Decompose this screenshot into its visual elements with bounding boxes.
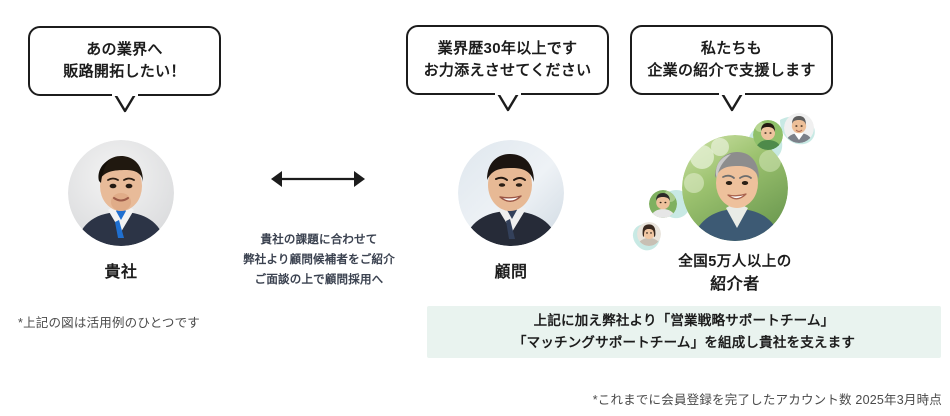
flow-caption: 貴社の課題に合わせて 弊社より顧問候補者をご紹介 ご面談の上で顧問採用へ [233,230,405,290]
label-referrer-line2: 紹介者 [710,276,760,294]
support-team-box: 上記に加え弊社より「営業戦略サポートチーム」 「マッチングサポートチーム」を組成… [427,306,941,358]
portrait-advisor [458,140,564,246]
flow-caption-line1: 貴社の課題に合わせて [260,234,378,246]
speech-bubble-tail-icon [111,90,138,116]
speech-bubble-company: あの業界へ 販路開拓したい！ [28,26,221,113]
portrait-referrer-satellite-4 [637,222,661,246]
flow-caption-line2: 弊社より顧問候補者をご紹介 [243,254,395,267]
footnote-right: *これまでに会員登録を完了したアカウント数 2025年3月時点 [592,393,942,407]
bubble-advisor-line2: お力添えさせてください [423,62,592,79]
bubble-company-line2: 販路開拓したい！ [63,63,186,80]
double-arrow-icon [271,171,365,187]
bubble-company-line1: あの業界へ [86,40,163,58]
portrait-referrer-satellite-3 [649,190,677,218]
bubble-referrer-line2: 企業の紹介で支援します [647,62,816,79]
portrait-referrer-satellite-1 [753,120,783,150]
portrait-referrer-satellite-2 [784,113,814,143]
footnote-left: *上記の図は活用例のひとつです [18,316,200,330]
support-box-line1: 上記に加え弊社より「営業戦略サポートチーム」 [533,312,835,328]
bubble-advisor-line1: 業界歴30年以上です [437,39,578,57]
speech-bubble-referrer: 私たちも 企業の紹介で支援します [630,25,833,112]
flow-caption-line3: ご面談の上で顧問採用へ [254,274,384,287]
label-referrer-line1: 全国5万人以上の [678,254,792,270]
bubble-referrer-line1: 私たちも [700,39,763,57]
label-advisor: 顧問 [494,264,528,281]
portrait-company [68,140,174,246]
support-box-line2: 「マッチングサポートチーム」を組成し貴社を支えます [512,335,856,350]
speech-bubble-advisor: 業界歴30年以上です お力添えさせてください [406,25,609,112]
label-referrer: 全国5万人以上の 紹介者 [645,251,825,298]
label-company: 貴社 [104,264,138,281]
speech-bubble-tail-icon [494,89,521,115]
portrait-referrer-main [682,135,788,241]
